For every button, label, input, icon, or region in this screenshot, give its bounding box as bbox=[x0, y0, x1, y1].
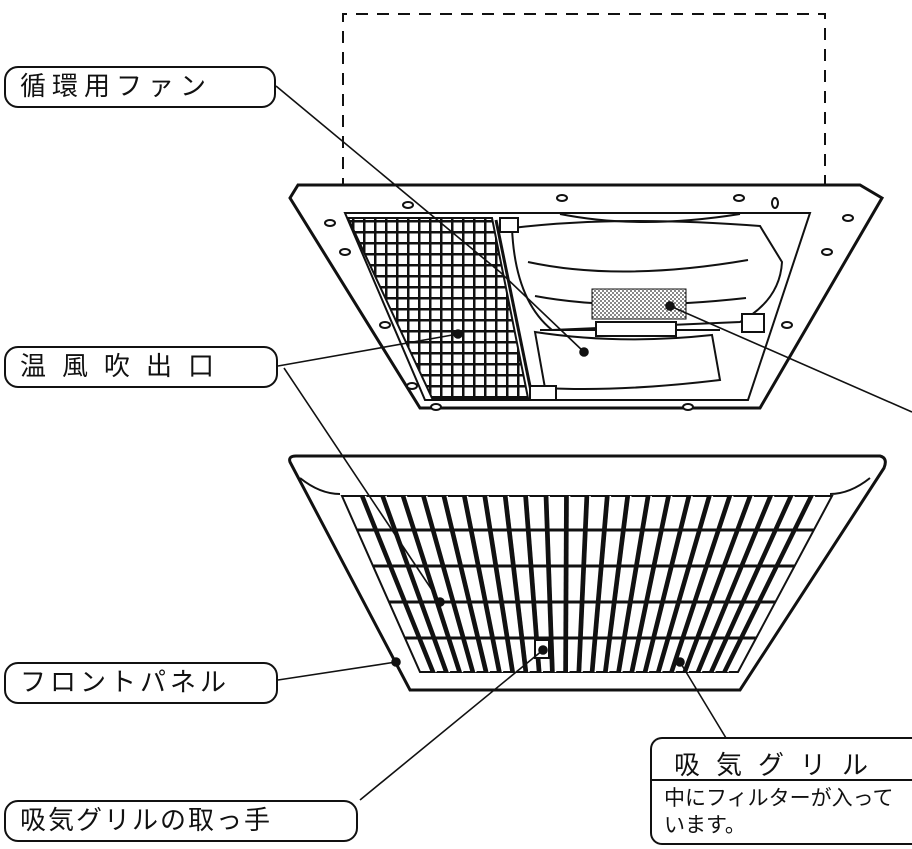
grille-slat-highlight bbox=[713, 495, 795, 673]
grille-slat-highlight bbox=[700, 495, 775, 673]
upper-unit bbox=[288, 183, 885, 411]
grille-slat-highlight bbox=[568, 495, 571, 673]
grille-slat bbox=[589, 495, 610, 673]
grille-slat bbox=[709, 494, 794, 674]
grille-slat bbox=[722, 494, 814, 674]
label-intake-grille-handle: 吸気グリルの取っ手 bbox=[4, 800, 358, 842]
grille-slat-highlight bbox=[487, 495, 517, 673]
grille-slat-highlight bbox=[674, 495, 734, 673]
dot-handle bbox=[538, 645, 548, 655]
label-warm-air-outlet-text: 温風吹出口 bbox=[20, 352, 231, 382]
leader-lines bbox=[275, 85, 912, 801]
dot-fan bbox=[579, 347, 589, 357]
label-intake-grille-note: 中にフィルターが入っています。 bbox=[664, 786, 894, 837]
dot-outlet bbox=[453, 329, 463, 339]
grille-slat bbox=[616, 495, 651, 673]
label-circulation-fan-text: 循環用ファン bbox=[20, 72, 213, 102]
grille-slat bbox=[421, 495, 476, 673]
leader-intake bbox=[679, 661, 727, 739]
grille-slat-highlight bbox=[364, 495, 437, 673]
grille-slat-highlight bbox=[660, 495, 714, 673]
grille-slat-highlight bbox=[581, 495, 591, 673]
outlet-rail bbox=[494, 219, 534, 397]
grille-slat-highlight bbox=[548, 495, 557, 673]
label-intake-grille-title: 吸気グリル bbox=[674, 751, 885, 781]
leader-fan bbox=[275, 85, 501, 273]
grille-slat bbox=[656, 495, 712, 673]
grille-slat bbox=[462, 495, 502, 673]
grille-slat-highlight bbox=[425, 495, 477, 673]
grille-slat bbox=[629, 495, 672, 673]
leader-handle bbox=[359, 649, 544, 801]
leader-outlet bbox=[277, 333, 459, 367]
leader-plate bbox=[669, 305, 912, 413]
grille-slat-highlight bbox=[507, 495, 530, 673]
grille-slat bbox=[543, 495, 555, 673]
grille-slat bbox=[563, 495, 570, 673]
label-front-panel-text: フロントパネル bbox=[20, 668, 231, 698]
leader-front-panel bbox=[277, 661, 397, 681]
grille-slat-highlight bbox=[466, 495, 504, 673]
grille-slat-highlight bbox=[647, 495, 693, 673]
grille-bars bbox=[357, 528, 814, 640]
label-intake-grille-divider bbox=[652, 779, 912, 781]
grille-slat-highlight bbox=[727, 495, 816, 673]
outlet-mesh bbox=[346, 217, 530, 399]
grille-slat bbox=[441, 495, 489, 673]
front-panel-illustration bbox=[288, 454, 887, 692]
grille-slat-highlight bbox=[594, 495, 612, 673]
leader-outlet-lower bbox=[283, 367, 441, 603]
grille-slat bbox=[380, 495, 449, 673]
label-intake-grille: 吸気グリル 中にフィルターが入っています。 bbox=[650, 737, 912, 845]
label-intake-grille-handle-text: 吸気グリルの取っ手 bbox=[20, 806, 273, 836]
grille-slat-highlight bbox=[405, 495, 464, 673]
side-bracket bbox=[499, 217, 765, 401]
grille-slat bbox=[682, 495, 753, 673]
fan-housing bbox=[510, 213, 784, 390]
label-front-panel: フロントパネル bbox=[4, 662, 278, 704]
mounting-holes bbox=[324, 194, 854, 411]
dot-front-panel bbox=[391, 657, 401, 667]
grille-slat-highlight bbox=[687, 495, 755, 673]
grille-slat bbox=[502, 495, 529, 673]
grille-slat-highlight bbox=[385, 495, 451, 673]
grille-slat bbox=[603, 495, 631, 673]
dashed-duct-outline bbox=[342, 13, 826, 190]
grille-slat bbox=[400, 495, 463, 673]
grille-slat-highlight bbox=[634, 495, 673, 673]
grille-slat bbox=[576, 495, 590, 673]
grille-slats bbox=[360, 494, 816, 674]
grille-slat bbox=[669, 495, 733, 673]
dot-plate bbox=[665, 301, 675, 311]
grille-slat-highlight bbox=[607, 495, 632, 673]
grille-slat-highlight bbox=[446, 495, 490, 673]
dot-intake bbox=[675, 657, 685, 667]
dot-outlet-lower bbox=[435, 597, 445, 607]
leader-fan-2 bbox=[499, 271, 585, 353]
grille-slat bbox=[642, 495, 692, 673]
label-circulation-fan: 循環用ファン bbox=[4, 66, 276, 108]
grille-slat bbox=[482, 495, 516, 673]
grille-slat-highlight bbox=[621, 495, 652, 673]
grille-slat bbox=[695, 495, 774, 673]
label-warm-air-outlet: 温風吹出口 bbox=[4, 346, 278, 388]
grille-slat bbox=[360, 495, 436, 673]
